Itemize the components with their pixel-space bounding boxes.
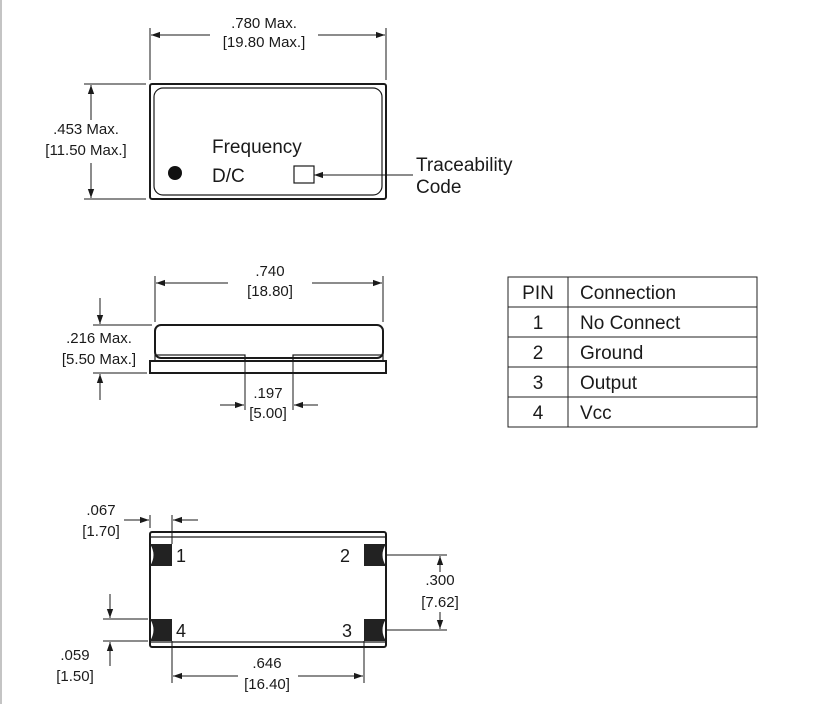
pin-table: PIN Connection 1 No Connect 2 Ground 3 O… [507,276,758,428]
pad-4 [150,619,172,641]
side-view: .740 [18.80] .216 Max. [5.50 Max.] .197 … [62,263,387,422]
marking-datecode: D/C [212,166,245,187]
table-cell-pin: 3 [533,373,544,394]
dim-pad-height-mm: [1.50] [56,668,94,685]
traceability-label: Traceability [416,155,513,176]
package-outline-bottom [149,531,387,648]
dim-side-width-mm: [18.80] [247,283,293,300]
table-cell-connection: No Connect [580,313,681,334]
dim-gap-mm: [5.00] [249,405,287,422]
dim-pin-spacing-h-in: .646 [252,655,281,672]
dim-width-in: .780 Max. [231,15,297,32]
traceability-label-code: Code [416,177,461,198]
dim-pin-spacing-v-mm: [7.62] [421,594,459,611]
table-cell-pin: 2 [533,343,544,364]
dim-height-in: .453 Max. [53,121,119,138]
table-cell-connection: Ground [580,343,643,364]
table-header-pin: PIN [522,283,554,304]
pin1-dot-marker [168,166,182,180]
dim-pad-width-in: .067 [86,502,115,519]
pin-number-1: 1 [176,546,186,566]
table-cell-connection: Vcc [580,403,612,424]
pin-number-4: 4 [176,621,186,641]
pad-1 [150,544,172,566]
table-cell-pin: 1 [533,313,544,334]
package-base-side [149,360,387,374]
table-border [507,276,758,428]
table-cell-pin: 4 [533,403,544,424]
dim-pad-width-mm: [1.70] [82,523,120,540]
dim-height-mm: [11.50 Max.] [45,142,126,159]
dim-gap-in: .197 [253,385,282,402]
dim-pin-spacing-v-in: .300 [425,572,454,589]
dim-pin-spacing-h-mm: [16.40] [244,676,290,693]
pin-number-2: 2 [340,546,350,566]
dim-width-mm: [19.80 Max.] [223,34,306,51]
dim-side-width-in: .740 [255,263,284,280]
bottom-view: 1 2 4 3 .067 [1.70] .059 [1.50] .300 [7.… [56,502,459,693]
package-outline-top [149,83,387,200]
pin-number-3: 3 [342,621,352,641]
dim-pad-height-in: .059 [60,647,89,664]
marking-frequency: Frequency [212,137,302,158]
package-lid-top [153,87,383,196]
dim-side-height-mm: [5.50 Max.] [62,351,136,368]
pad-2 [364,544,386,566]
pad-3 [364,619,386,641]
dim-side-height-in: .216 Max. [66,330,132,347]
table-header-connection: Connection [580,283,676,304]
table-cell-connection: Output [580,373,638,394]
top-view: Frequency D/C Traceability Code .780 Max… [45,15,513,200]
package-body-side [154,324,384,359]
